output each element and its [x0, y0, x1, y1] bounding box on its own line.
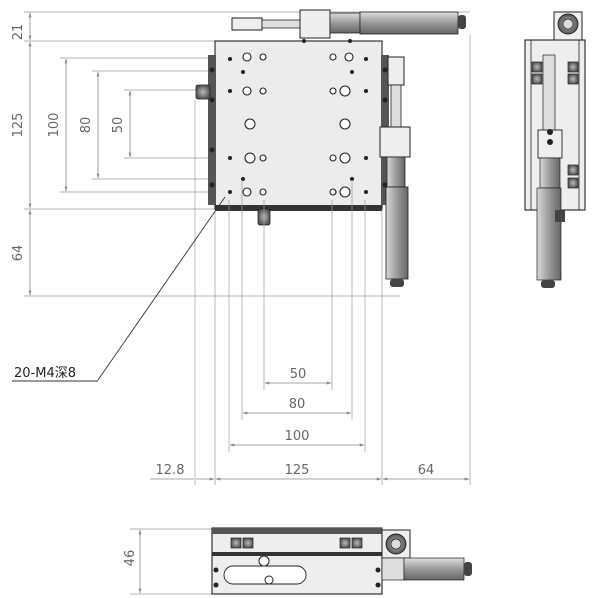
dim-12-8: 12.8 [156, 463, 185, 478]
mount-hole [329, 154, 337, 162]
mount-hole [339, 85, 351, 97]
dim-100: 100 [47, 113, 62, 138]
micrometer-right [379, 56, 411, 287]
tapped-hole-m4 [364, 190, 368, 194]
mount-hole [329, 53, 337, 61]
bottom-dimensions: 50 80 100 12.8 125 64 [150, 35, 471, 485]
stage-base-shadow [215, 205, 382, 211]
dim-80-h: 80 [289, 397, 306, 412]
tapped-hole-m4 [364, 89, 368, 93]
dim-100-h: 100 [285, 429, 310, 444]
left-dimensions: 21 125 64 100 80 50 [11, 12, 132, 296]
mount-hole [329, 188, 337, 196]
mount-hole [259, 87, 267, 95]
front-view: 46 [123, 527, 472, 595]
dim-50-h: 50 [290, 367, 307, 382]
tapped-hole-m4 [241, 177, 245, 181]
mount-hole [244, 152, 256, 164]
tapped-hole-m4 [350, 70, 354, 74]
tapped-hole-m4 [228, 89, 232, 93]
mount-hole [259, 154, 267, 162]
tapped-hole-m4 [228, 57, 232, 61]
callout-label: 20-M4深8 [14, 366, 76, 381]
dim-46: 46 [123, 550, 138, 567]
tapped-hole-m4 [364, 156, 368, 160]
mount-hole [259, 188, 267, 196]
mount-hole [344, 52, 354, 62]
mount-hole [259, 53, 267, 61]
dim-64: 64 [11, 245, 26, 262]
mount-hole [242, 86, 252, 96]
lock-screw [195, 84, 211, 100]
tapped-hole-m4 [350, 177, 354, 181]
mount-hole [242, 52, 252, 62]
dim-21: 21 [11, 24, 26, 41]
tapped-hole-m4 [241, 70, 245, 74]
dim-125: 125 [11, 113, 26, 138]
top-view [24, 9, 470, 297]
micrometer-top [231, 9, 466, 43]
side-rail-left [208, 55, 216, 205]
mount-hole [244, 118, 256, 130]
dim-125-h: 125 [285, 463, 310, 478]
tapped-hole-m4 [228, 190, 232, 194]
tapped-hole-m4 [364, 57, 368, 61]
mount-hole [339, 118, 351, 130]
mount-hole [242, 187, 252, 197]
tapped-hole-m4 [228, 156, 232, 160]
mount-hole [339, 186, 351, 198]
side-view [524, 11, 586, 288]
thread-callout: 20-M4深8 [12, 196, 226, 382]
dim-64-h: 64 [418, 463, 435, 478]
mount-hole [339, 152, 351, 164]
dim-80: 80 [79, 117, 94, 134]
mount-hole [329, 87, 337, 95]
dim-50: 50 [111, 117, 126, 134]
stage-top-plate [214, 40, 383, 210]
